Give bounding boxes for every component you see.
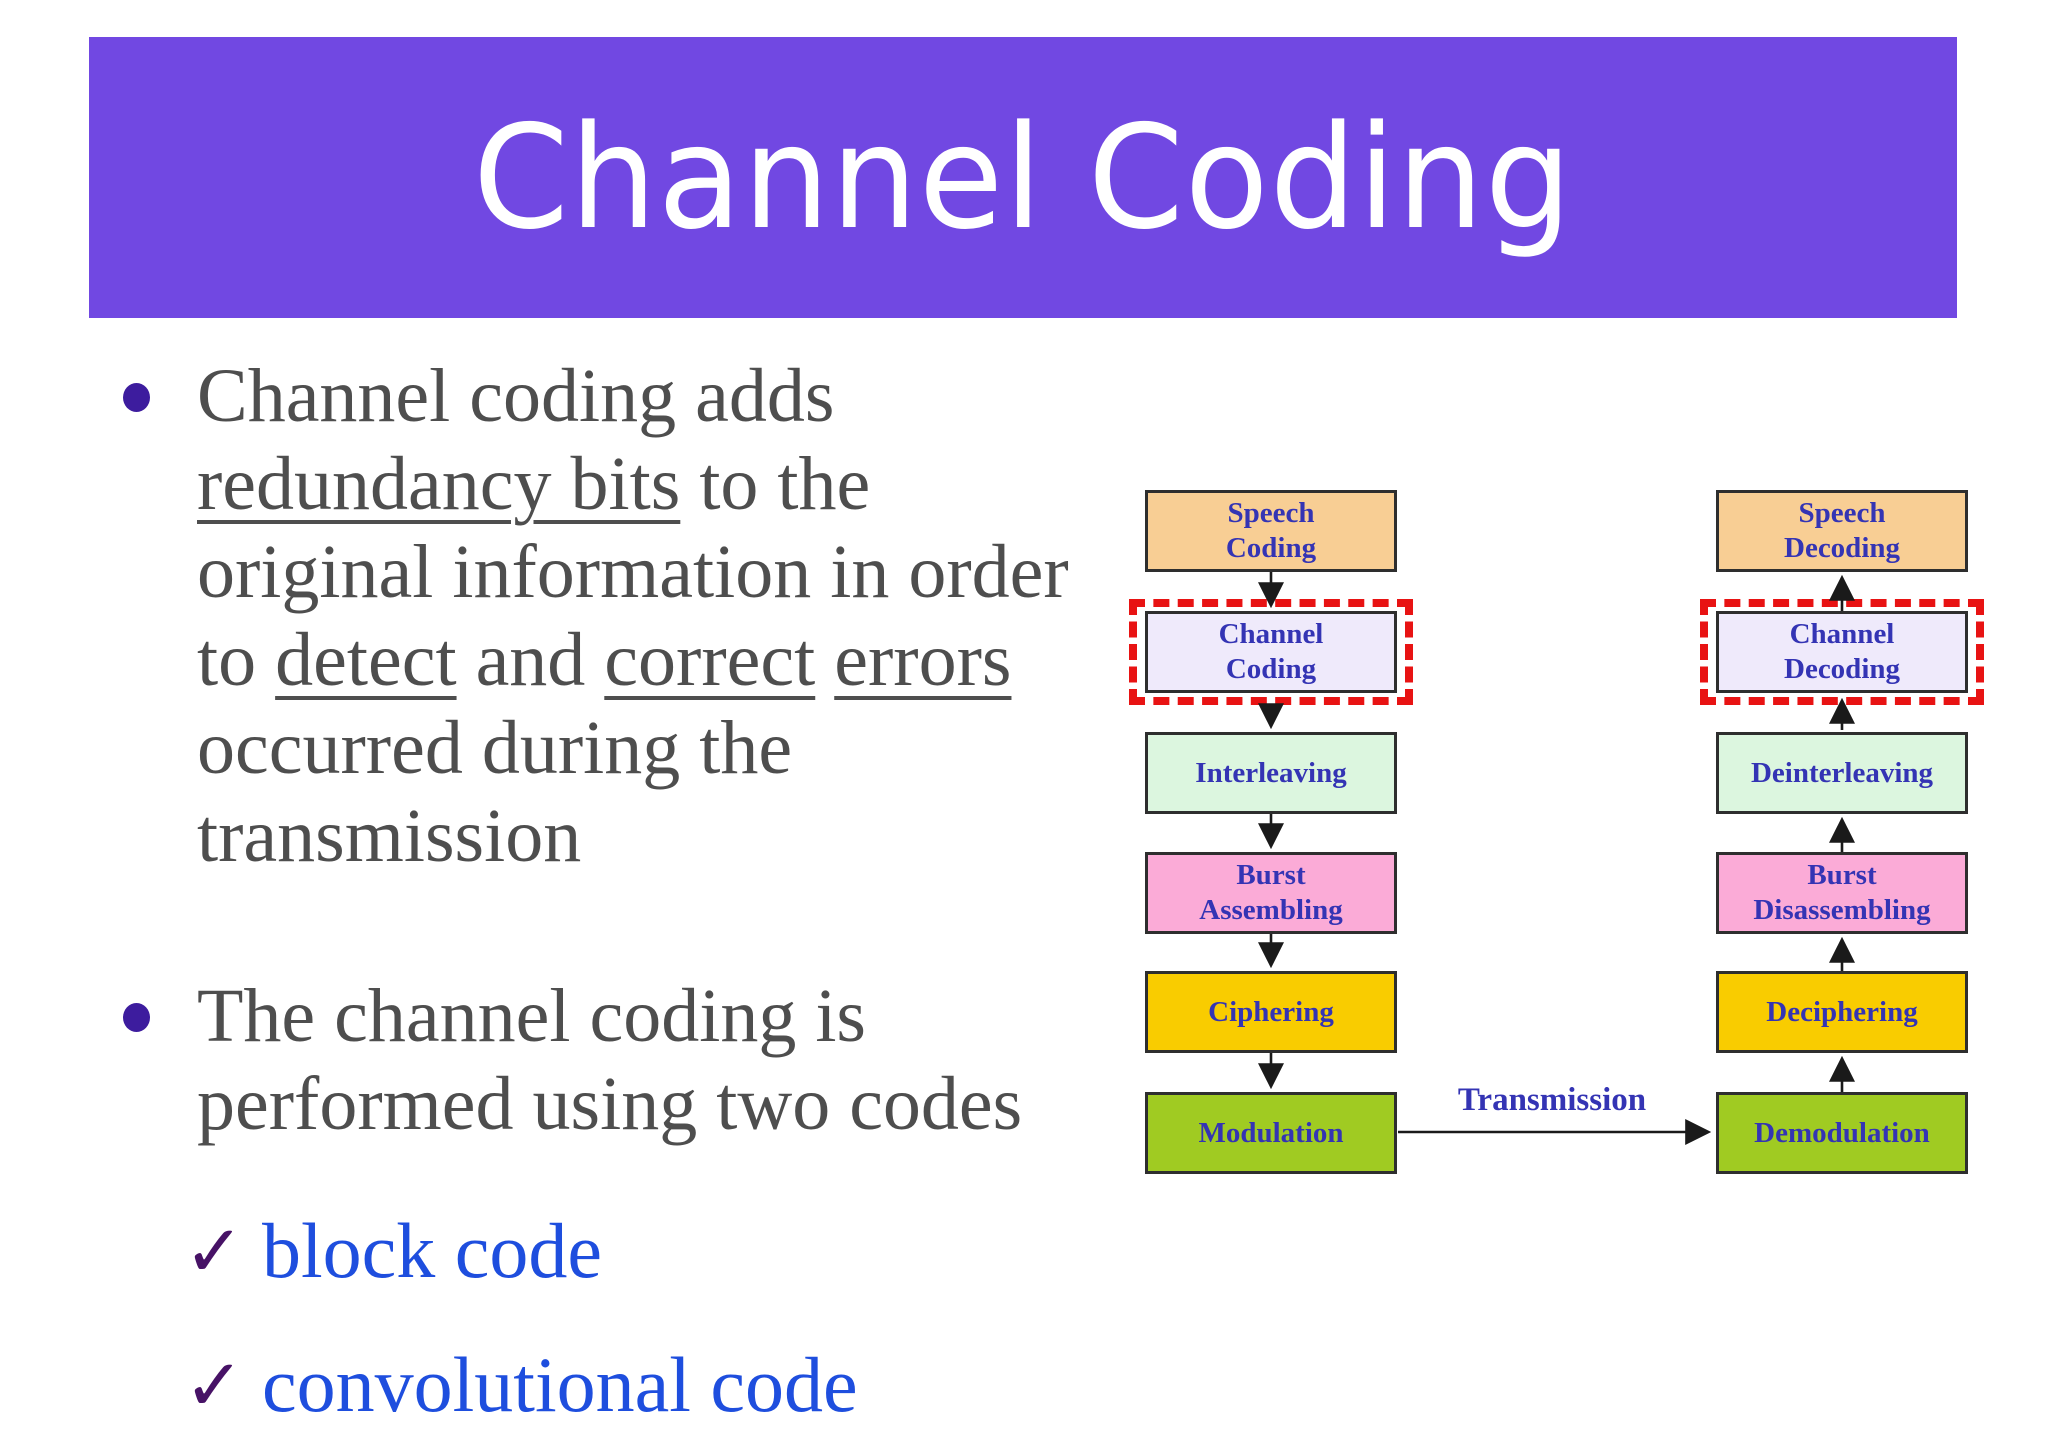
body-text-column: Channel coding adds redundancy bits to t… (123, 352, 1083, 1430)
check-item-2-text: convolutional code (262, 1341, 858, 1428)
check-item-1-text: block code (262, 1207, 603, 1294)
bullet-1-underlined: redundancy bits (197, 442, 681, 526)
bullet-1-seg: Channel coding adds (197, 354, 835, 438)
flow-box-label: Channel Decoding (1784, 618, 1900, 685)
flow-box-channel-coding: Channel Coding (1145, 611, 1397, 693)
bullet-item-1: Channel coding adds redundancy bits to t… (123, 352, 1083, 880)
bullet-1-seg: to the original information in order to (197, 442, 1069, 702)
bullet-1-seg: and (456, 618, 605, 702)
bullet-1-seg: occurred during the transmission (197, 706, 793, 878)
flow-box-label: Burst Disassembling (1753, 859, 1931, 926)
flow-box-label: Ciphering (1208, 995, 1334, 1028)
flow-box-label: Burst Assembling (1199, 859, 1343, 926)
bullet-1-underlined: errors (834, 618, 1012, 702)
flow-box-modulation: Modulation (1145, 1092, 1397, 1174)
flow-box-burst-assembling: Burst Assembling (1145, 852, 1397, 934)
bullet-1-underlined: detect (275, 618, 457, 702)
flow-box-label: Demodulation (1754, 1116, 1930, 1149)
check-item-block-code: ✓ block code (184, 1206, 1083, 1296)
flow-box-ciphering: Ciphering (1145, 971, 1397, 1053)
flow-box-speech-decoding: Speech Decoding (1716, 490, 1968, 572)
flow-box-label: Speech Decoding (1784, 497, 1900, 564)
bullet-1-seg (815, 618, 834, 702)
flow-box-label: Deinterleaving (1750, 756, 1933, 789)
flow-box-burst-disassembling: Burst Disassembling (1716, 852, 1968, 934)
bullet-icon (123, 972, 197, 1148)
flow-box-channel-decoding: Channel Decoding (1716, 611, 1968, 693)
checkmark-icon: ✓ (184, 1209, 245, 1293)
bullet-item-2: The channel coding is performed using tw… (123, 972, 1083, 1148)
bullet-1-text: Channel coding adds redundancy bits to t… (197, 352, 1083, 880)
flow-box-label: Interleaving (1195, 756, 1347, 789)
title-banner: Channel Coding (89, 37, 1957, 318)
flow-box-deinterleaving: Deinterleaving (1716, 732, 1968, 814)
flow-box-label: Modulation (1198, 1116, 1344, 1149)
bullet-2-text: The channel coding is performed using tw… (197, 974, 1023, 1146)
bullet-1-underlined: correct (604, 618, 816, 702)
flow-box-label: Deciphering (1766, 995, 1918, 1028)
flow-box-interleaving: Interleaving (1145, 732, 1397, 814)
flow-box-speech-coding: Speech Coding (1145, 490, 1397, 572)
flow-box-label: Channel Coding (1218, 618, 1324, 685)
flow-box-demodulation: Demodulation (1716, 1092, 1968, 1174)
flow-box-label: Speech Coding (1225, 497, 1317, 564)
bullet-icon (123, 352, 197, 880)
checkmark-icon: ✓ (184, 1343, 245, 1427)
transmission-label: Transmission (1457, 1082, 1647, 1118)
flow-box-deciphering: Deciphering (1716, 971, 1968, 1053)
slide-title: Channel Coding (473, 94, 1573, 261)
check-item-convolutional-code: ✓ convolutional code (184, 1340, 1083, 1430)
